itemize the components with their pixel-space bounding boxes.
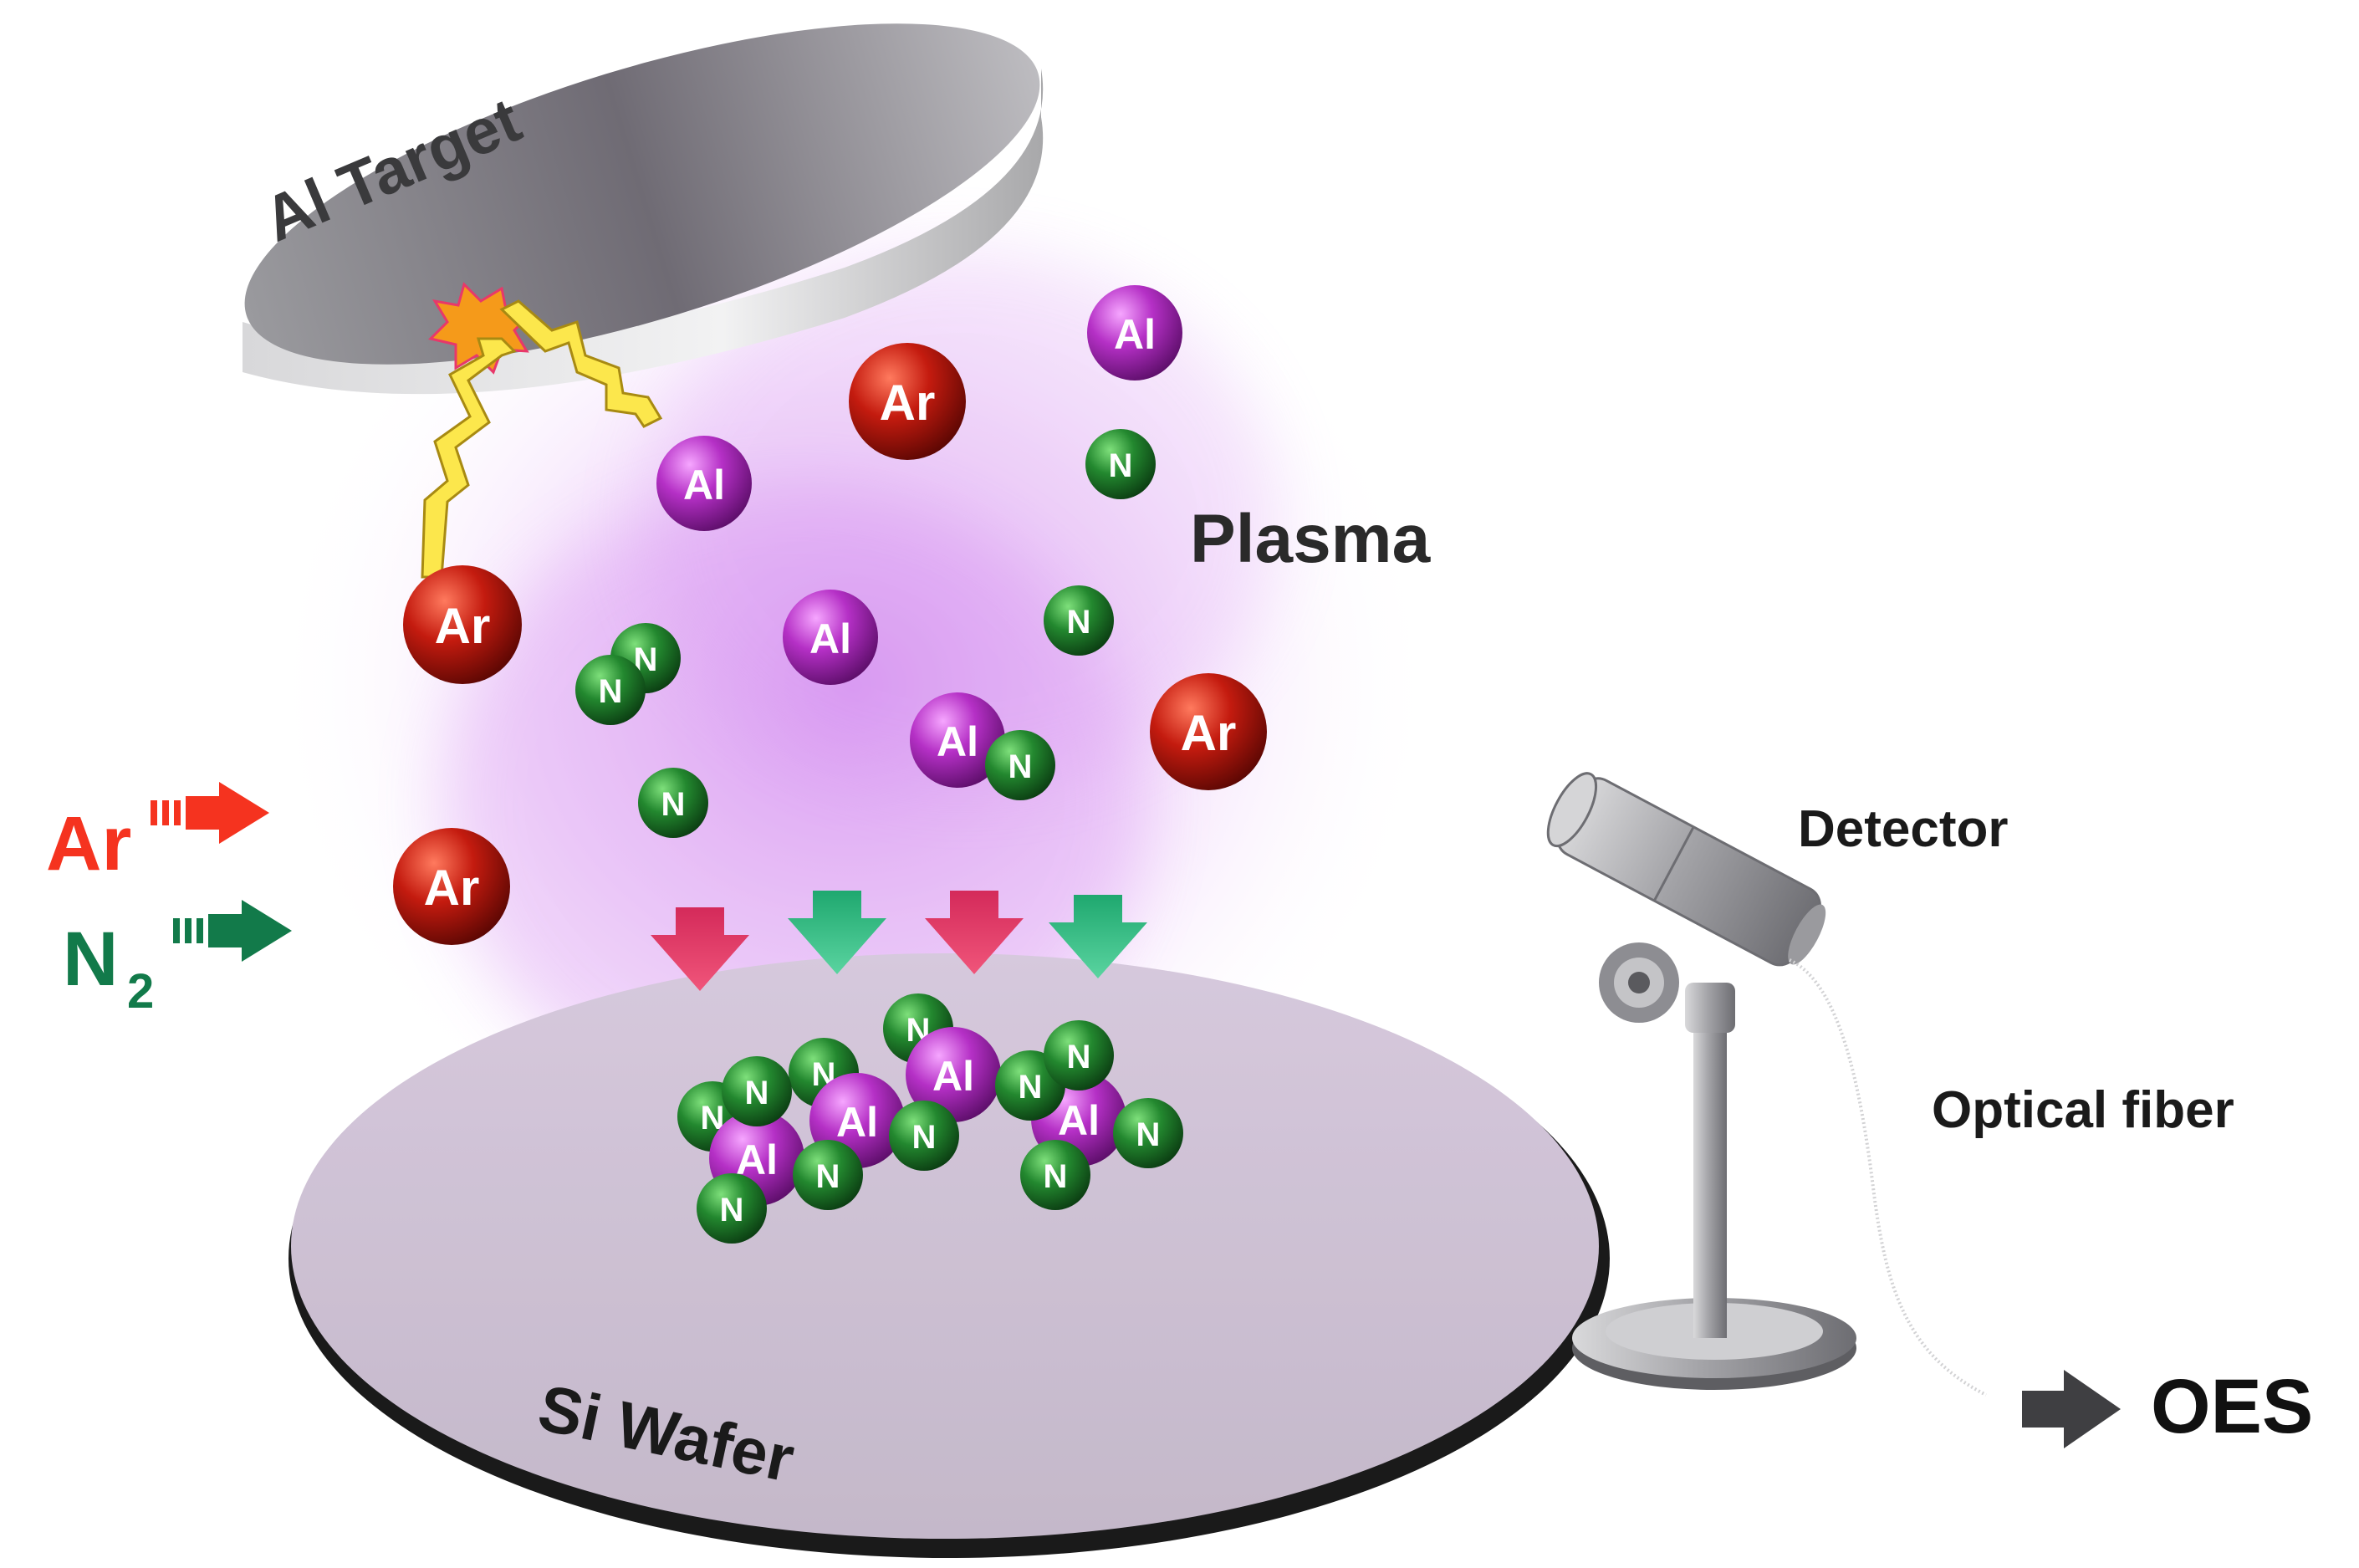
al-atom: Al bbox=[656, 436, 752, 531]
n-atom: N bbox=[638, 768, 708, 838]
n-atom: N bbox=[1085, 429, 1156, 499]
n-atom: N bbox=[793, 1140, 863, 1210]
deposition-arrows bbox=[651, 891, 1147, 991]
ar-gas-label: Ar bbox=[46, 801, 131, 886]
svg-text:Al: Al bbox=[836, 1099, 878, 1146]
svg-text:Ar: Ar bbox=[435, 598, 491, 654]
svg-text:N: N bbox=[1067, 1039, 1091, 1075]
fiber-label: Optical fiber bbox=[1932, 1081, 2234, 1139]
ar-gas-inlet-arrow bbox=[151, 782, 269, 844]
svg-text:N: N bbox=[1109, 447, 1133, 484]
n-atom: N bbox=[722, 1056, 792, 1126]
detector bbox=[1546, 772, 1856, 1390]
ar-atom: Ar bbox=[393, 828, 510, 945]
svg-text:Al: Al bbox=[1058, 1097, 1100, 1144]
ar-atom: Ar bbox=[403, 565, 522, 684]
svg-text:N: N bbox=[720, 1192, 744, 1228]
oes-arrow bbox=[2022, 1370, 2121, 1448]
n-atom: N bbox=[697, 1173, 767, 1244]
svg-text:Al: Al bbox=[937, 718, 978, 765]
n-atom: N bbox=[1020, 1140, 1090, 1210]
svg-text:Ar: Ar bbox=[1181, 705, 1237, 761]
al-target bbox=[243, 23, 1044, 395]
svg-text:Al: Al bbox=[809, 615, 851, 662]
n2-gas-label: N bbox=[63, 917, 118, 1002]
al-atom: Al bbox=[906, 1027, 1001, 1122]
ar-atom: Ar bbox=[849, 343, 966, 460]
n2-gas-subscript: 2 bbox=[127, 964, 154, 1019]
aln-molecule: Al N bbox=[910, 692, 1055, 800]
detector-label: Detector bbox=[1798, 800, 2009, 858]
svg-text:Ar: Ar bbox=[424, 860, 480, 916]
svg-text:N: N bbox=[1044, 1158, 1068, 1195]
aln-film-cluster: N N N Al Al Al Al N bbox=[677, 993, 1183, 1244]
svg-text:N: N bbox=[912, 1119, 937, 1156]
n-atom: N bbox=[1044, 1020, 1114, 1090]
impact-burst bbox=[428, 282, 534, 375]
optical-fiber bbox=[1789, 958, 1987, 1397]
ar-impact-arrow bbox=[421, 337, 517, 579]
n2-molecule: N N bbox=[575, 623, 681, 725]
plasma-label: Plasma bbox=[1190, 501, 1432, 577]
svg-text:N: N bbox=[1008, 748, 1033, 785]
svg-text:Al: Al bbox=[1114, 311, 1156, 358]
al-atom: Al bbox=[1087, 285, 1182, 381]
svg-text:N: N bbox=[1067, 604, 1091, 641]
svg-text:Al: Al bbox=[683, 462, 725, 508]
svg-text:N: N bbox=[745, 1075, 769, 1111]
n-atom: N bbox=[1113, 1098, 1183, 1168]
svg-text:Al: Al bbox=[932, 1053, 974, 1100]
si-wafer bbox=[288, 953, 1610, 1558]
svg-text:Ar: Ar bbox=[880, 375, 936, 431]
al-atom: Al bbox=[783, 590, 878, 685]
n-atom: N bbox=[1044, 585, 1114, 656]
ar-atom: Ar bbox=[1150, 673, 1267, 790]
plasma-atoms: Ar Ar Ar Ar Al Al Al N bbox=[393, 285, 1267, 945]
n2-gas-inlet-arrow bbox=[173, 900, 292, 962]
svg-text:N: N bbox=[1019, 1069, 1043, 1106]
svg-text:N: N bbox=[599, 673, 623, 710]
svg-text:N: N bbox=[661, 786, 686, 823]
n-atom: N bbox=[889, 1101, 959, 1171]
oes-label: OES bbox=[2151, 1364, 2313, 1449]
svg-text:N: N bbox=[1136, 1116, 1161, 1153]
al-ejection-arrow bbox=[499, 299, 663, 428]
svg-text:N: N bbox=[816, 1158, 840, 1195]
